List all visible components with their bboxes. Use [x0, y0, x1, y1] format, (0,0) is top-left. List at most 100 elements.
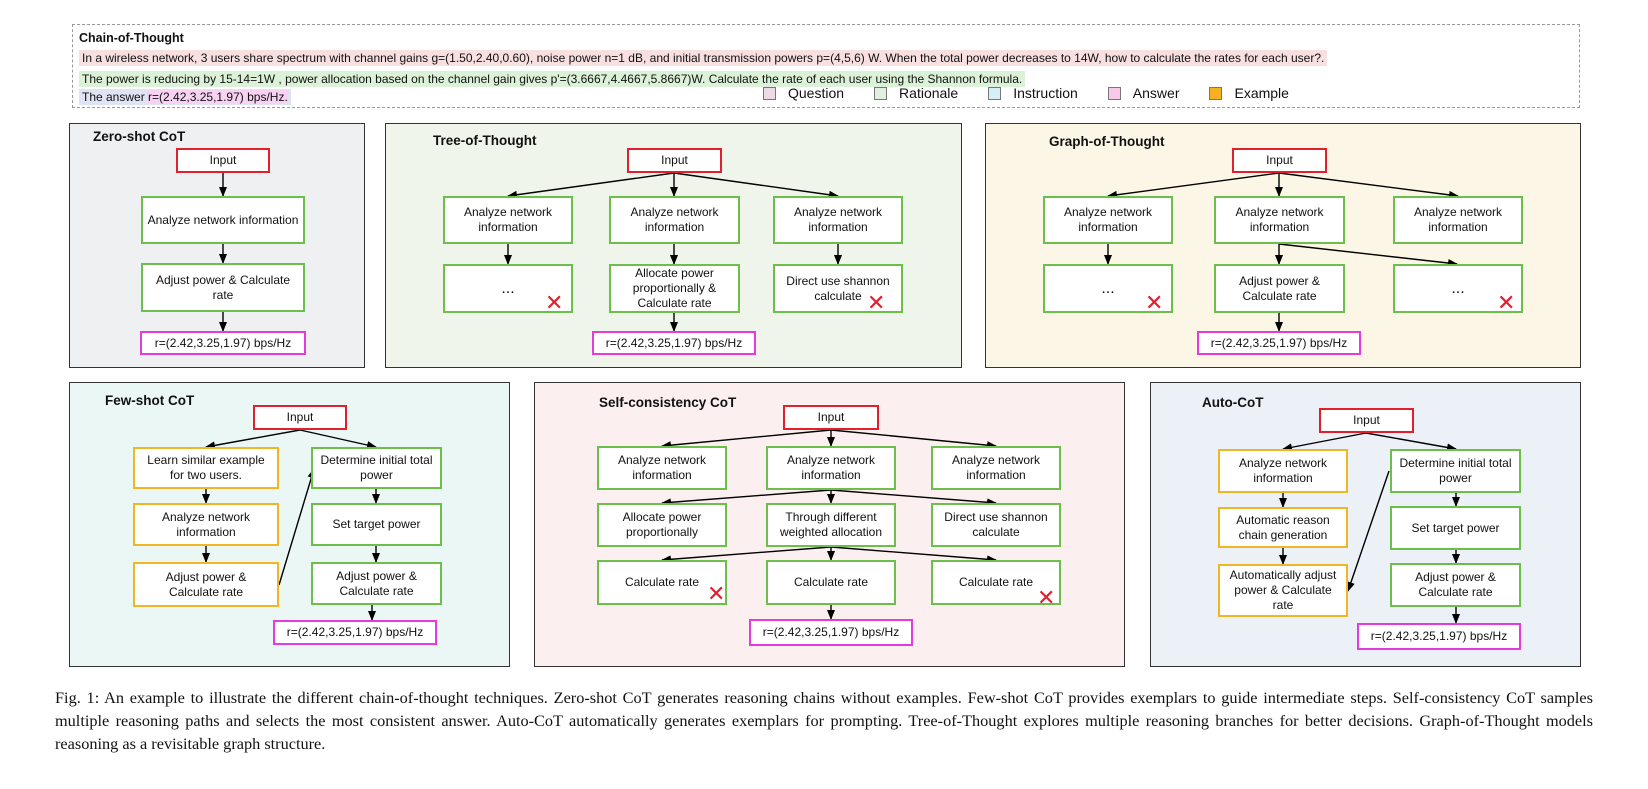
legend-swatch	[763, 86, 776, 100]
tree-input-node: Input	[627, 148, 722, 173]
fail-x-icon: ✕	[867, 290, 886, 315]
legend-swatch	[1107, 86, 1121, 100]
arrow	[661, 429, 832, 450]
zero-shot-adjust-node: Adjust power & Calculate rate	[141, 263, 305, 312]
tree-title: Tree-of-Thought	[433, 133, 537, 148]
auto-step-node: Set target power	[1390, 506, 1521, 550]
few-shot-step-node: Determine initial total power	[311, 447, 442, 489]
tree-branch-node: Analyze network information	[773, 196, 903, 244]
graph-input-node: Input	[1232, 148, 1327, 173]
cot-question: In a wireless network, 3 users share spe…	[79, 50, 1328, 66]
legend-label: Rationale	[899, 85, 959, 101]
cot-title: Chain-of-Thought	[79, 31, 184, 45]
arrow	[507, 172, 675, 199]
chain-of-thought-box: Chain-of-Thought In a wireless network, …	[72, 24, 1580, 108]
arrow	[830, 429, 997, 450]
tree-branch-node: Analyze network information	[609, 196, 740, 244]
graph-answer-node: r=(2.42,3.25,1.97) bps/Hz	[1197, 331, 1361, 355]
arrow	[661, 546, 832, 564]
sc-answer-node: r=(2.42,3.25,1.97) bps/Hz	[749, 619, 913, 646]
sc-analyze-node: Analyze network information	[597, 446, 727, 490]
figure-caption: Fig. 1: An example to illustrate the dif…	[55, 688, 1593, 753]
cot-answer-prefix: The answer	[82, 90, 149, 104]
arrow	[830, 489, 997, 507]
arrow	[661, 489, 832, 507]
arrow	[1278, 172, 1459, 199]
arrow	[1365, 432, 1457, 452]
legend-item-question: Question	[763, 85, 844, 101]
legend: Question Rationale Instruction Answer Ex…	[763, 85, 1319, 101]
legend-swatch	[874, 86, 888, 100]
fail-x-icon: ✕	[1145, 290, 1164, 315]
tree-answer-node: r=(2.42,3.25,1.97) bps/Hz	[592, 331, 756, 355]
few-shot-title: Few-shot CoT	[105, 393, 195, 408]
fail-x-icon: ✕	[545, 290, 564, 315]
arrow	[1278, 243, 1458, 267]
legend-swatch	[988, 86, 1002, 100]
auto-step-node: Determine initial total power	[1390, 449, 1521, 493]
sc-weighted-node: Through different weighted allocation	[766, 503, 896, 547]
zero-shot-input-node: Input	[176, 148, 270, 173]
tree-leaf-ellipsis-node: ...	[443, 264, 573, 313]
legend-item-rationale: Rationale	[874, 85, 958, 101]
cot-rationale: The power is reducing by 15-14=1W , powe…	[79, 71, 1026, 87]
few-shot-input-node: Input	[253, 405, 347, 430]
sc-allocate-node: Allocate power proportionally	[597, 503, 727, 547]
arrow	[278, 468, 316, 586]
arrow	[1107, 172, 1280, 199]
zero-shot-analyze-node: Analyze network information	[141, 196, 305, 244]
cot-answer-value: r=(2.42,3.25,1.97) bps/Hz.	[148, 90, 288, 104]
graph-leaf-ellipsis-node: ...	[1393, 264, 1523, 313]
legend-item-example: Example	[1209, 85, 1289, 101]
sc-analyze-node: Analyze network information	[931, 446, 1061, 490]
tree-leaf-shannon-node: Direct use shannon calculate	[773, 264, 903, 313]
auto-example-node: Automatic reason chain generation	[1218, 507, 1348, 548]
graph-branch-node: Analyze network information	[1043, 196, 1173, 244]
auto-example-node: Automatically adjust power & Calculate r…	[1218, 564, 1348, 617]
sc-shannon-node: Direct use shannon calculate	[931, 503, 1061, 547]
auto-cot-title: Auto-CoT	[1202, 395, 1264, 410]
tree-leaf-allocate-node: Allocate power proportionally & Calculat…	[609, 264, 740, 313]
self-consistency-title: Self-consistency CoT	[599, 395, 737, 410]
sc-input-node: Input	[783, 405, 879, 430]
few-shot-example-node: Analyze network information	[133, 503, 279, 546]
sc-analyze-node: Analyze network information	[766, 446, 896, 490]
arrow	[1282, 432, 1367, 452]
graph-branch-node: Analyze network information	[1214, 196, 1345, 244]
graph-title: Graph-of-Thought	[1049, 134, 1165, 149]
legend-item-answer: Answer	[1107, 85, 1180, 101]
sc-calc-node: Calculate rate	[931, 560, 1061, 605]
graph-leaf-adjust-node: Adjust power & Calculate rate	[1214, 264, 1345, 313]
few-shot-example-node: Adjust power & Calculate rate	[133, 562, 279, 607]
legend-item-instruction: Instruction	[988, 85, 1078, 101]
legend-label: Instruction	[1013, 85, 1078, 101]
auto-input-node: Input	[1319, 408, 1414, 433]
few-shot-step-node: Adjust power & Calculate rate	[311, 562, 442, 605]
auto-step-node: Adjust power & Calculate rate	[1390, 563, 1521, 607]
sc-calc-node: Calculate rate	[766, 560, 896, 605]
sc-calc-node: Calculate rate	[597, 560, 727, 605]
fail-x-icon: ✕	[707, 581, 726, 606]
cot-answer: The answer r=(2.42,3.25,1.97) bps/Hz.	[79, 89, 291, 105]
arrow	[830, 546, 997, 564]
graph-branch-node: Analyze network information	[1393, 196, 1523, 244]
graph-leaf-ellipsis-node: ...	[1043, 264, 1173, 313]
few-shot-answer-node: r=(2.42,3.25,1.97) bps/Hz	[273, 620, 437, 645]
legend-swatch	[1209, 86, 1223, 100]
arrow	[205, 429, 301, 450]
auto-example-node: Analyze network information	[1218, 449, 1348, 493]
few-shot-example-node: Learn similar example for two users.	[133, 447, 279, 489]
arrow	[1347, 470, 1390, 592]
auto-answer-node: r=(2.42,3.25,1.97) bps/Hz	[1357, 623, 1521, 650]
arrow	[673, 172, 839, 199]
legend-label: Question	[788, 85, 845, 101]
tree-branch-node: Analyze network information	[443, 196, 573, 244]
legend-label: Example	[1234, 85, 1289, 101]
few-shot-step-node: Set target power	[311, 503, 442, 546]
fail-x-icon: ✕	[1497, 290, 1516, 315]
legend-label: Answer	[1132, 85, 1180, 101]
fail-x-icon: ✕	[1037, 585, 1056, 610]
arrow	[299, 429, 377, 449]
zero-shot-title: Zero-shot CoT	[93, 129, 186, 144]
